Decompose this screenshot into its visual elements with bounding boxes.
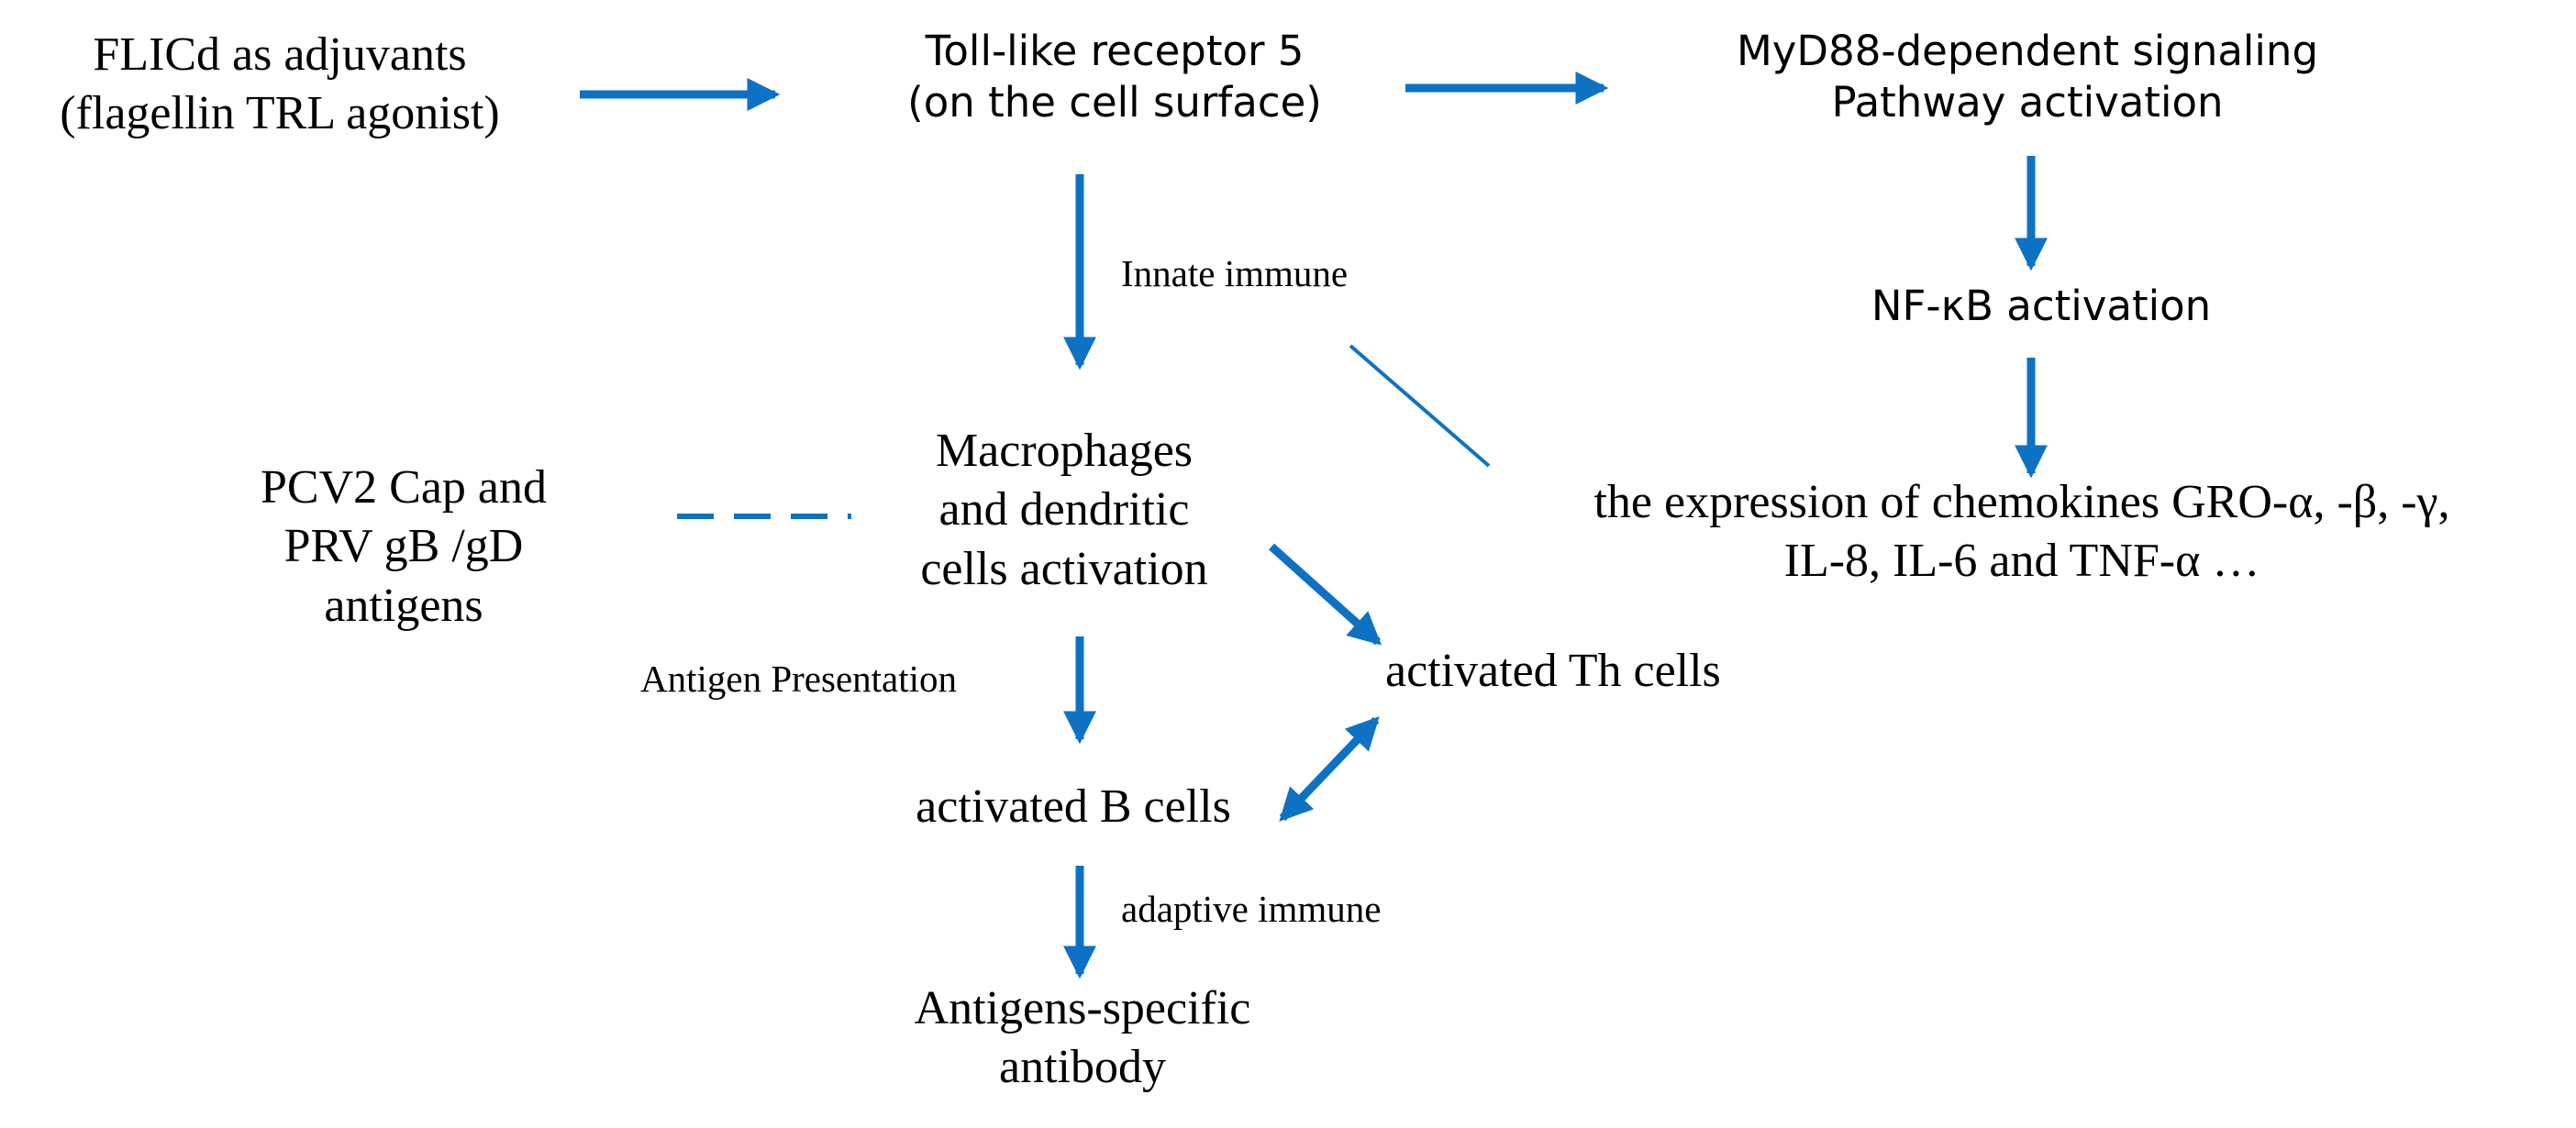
node-flicd-adjuvant: FLICd as adjuvants (flagellin TRL agonis… <box>0 26 560 144</box>
node-tlr5-line-1: Toll-like receptor 5 <box>925 27 1305 75</box>
node-b-cells-text: activated B cells <box>916 780 1231 833</box>
node-chemokines-line-1: the expression of chemokines GRO-α, -β, … <box>1593 476 2450 528</box>
node-macrophages-line-3: cells activation <box>920 542 1208 595</box>
innate-to-chemokines-link <box>1349 344 1491 468</box>
node-myd88-line-2: Pathway activation <box>1831 77 2224 127</box>
node-pcv2-line-1: PCV2 Cap and <box>261 461 547 514</box>
label-antigen-presentation: Antigen Presentation <box>640 658 958 700</box>
node-pcv2-line-3: antigens <box>324 579 483 632</box>
node-th-cells-text: activated Th cells <box>1385 645 1721 697</box>
node-nfkb-text: NF-κB activation <box>1871 282 2212 330</box>
node-antibody-line-1: Antigens-specific <box>914 982 1251 1034</box>
node-macrophages-line-1: Macrophages <box>935 425 1194 477</box>
node-toll-like-receptor-5: Toll-like receptor 5 (on the cell surfac… <box>816 26 1413 128</box>
arrow-b-cells-th-cells-bidirectional <box>1279 716 1380 822</box>
node-flicd-line-1: FLICd as adjuvants <box>93 28 467 81</box>
node-flicd-line-2: (flagellin TRL agonist) <box>60 87 500 140</box>
node-pcv2-line-2: PRV gB /gD <box>283 520 524 573</box>
node-activated-th-cells: activated Th cells <box>1385 642 1721 701</box>
arrow-macrophages-to-th-cells <box>1268 543 1382 646</box>
node-antibody-line-2: antibody <box>999 1041 1166 1094</box>
node-tlr5-line-2: (on the cell surface) <box>907 77 1322 127</box>
label-innate-immune: Innate immune <box>1121 252 1349 294</box>
node-macrophages-line-2: and dendritic <box>938 483 1190 536</box>
node-myd88-pathway: MyD88-dependent signaling Pathway activa… <box>1670 26 2385 128</box>
node-nfkb-activation: NF-κB activation <box>1826 281 2257 332</box>
node-pcv2-prv-antigens: PCV2 Cap and PRV gB /gD antigens <box>193 459 615 636</box>
node-activated-b-cells: activated B cells <box>816 778 1330 836</box>
node-chemokine-expression: the expression of chemokines GRO-α, -β, … <box>1468 473 2576 592</box>
node-chemokines-line-2: IL-8, IL-6 and TNF-α … <box>1783 535 2260 588</box>
label-adaptive-immune: adaptive immune <box>1121 888 1382 930</box>
node-macrophages-dendritic-cells: Macrophages and dendritic cells activati… <box>835 422 1294 599</box>
node-myd88-line-1: MyD88-dependent signaling <box>1736 27 2319 75</box>
node-antigen-specific-antibody: Antigens-specific antibody <box>826 979 1339 1098</box>
